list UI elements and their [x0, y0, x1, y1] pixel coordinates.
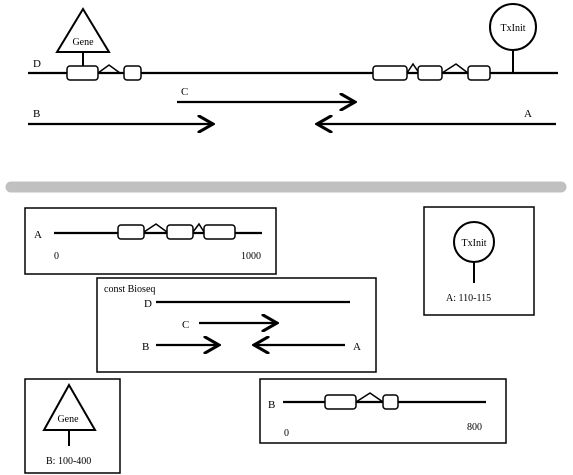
- intron: [192, 222, 205, 233]
- exon: [166, 224, 194, 240]
- seq-b-box-start: 0: [284, 428, 289, 439]
- intron: [143, 223, 168, 233]
- intron: [355, 392, 384, 403]
- exon: [382, 394, 399, 410]
- const-c-label: C: [182, 319, 189, 331]
- intron: [406, 62, 420, 74]
- seq-b-box: B 0 800: [259, 378, 507, 444]
- gene-box-location: B: 100-400: [46, 456, 91, 467]
- const-a-label: A: [353, 341, 361, 353]
- const-bioseq-box: const Bioseq D C B A: [96, 277, 377, 373]
- txinit-box-location: A: 110-115: [446, 293, 491, 304]
- gene-box: Gene B: 100-400: [24, 378, 121, 474]
- intron: [97, 64, 121, 74]
- seq-a-box-start: 0: [54, 251, 59, 262]
- intron: [441, 63, 469, 74]
- seq-a-box: A 0 1000: [24, 207, 277, 275]
- exon: [123, 65, 142, 81]
- txinit-box-label: TxInit: [462, 238, 487, 249]
- seq-b-box-label: B: [268, 399, 275, 411]
- exon: [203, 224, 236, 240]
- exon: [324, 394, 357, 410]
- exon-group-left: [66, 64, 142, 81]
- exon: [66, 65, 99, 81]
- const-b-label: B: [142, 341, 149, 353]
- txinit-box: TxInit A: 110-115: [423, 206, 535, 316]
- const-bioseq-title: const Bioseq: [104, 284, 155, 295]
- exon: [417, 65, 443, 81]
- gene-feature-label-top: Gene: [72, 37, 94, 48]
- seq-c-label: C: [181, 86, 188, 98]
- exon: [372, 65, 408, 81]
- gene-feature-top: Gene: [55, 7, 111, 68]
- seq-a-box-label: A: [34, 229, 42, 241]
- exon: [467, 65, 491, 81]
- seq-d-label: D: [33, 58, 41, 70]
- seq-a-label: A: [524, 108, 532, 120]
- gene-box-label: Gene: [57, 414, 79, 425]
- seq-b-label: B: [33, 108, 40, 120]
- const-d-label: D: [144, 298, 152, 310]
- exon-group-right: [372, 62, 491, 81]
- seq-b-box-end: 800: [467, 422, 482, 433]
- seq-a-box-end: 1000: [241, 251, 261, 262]
- txinit-feature-top: TxInit: [489, 3, 537, 72]
- exon: [117, 224, 145, 240]
- txinit-feature-label-top: TxInit: [501, 23, 526, 34]
- top-diagram: D Gene TxInit C: [28, 3, 558, 124]
